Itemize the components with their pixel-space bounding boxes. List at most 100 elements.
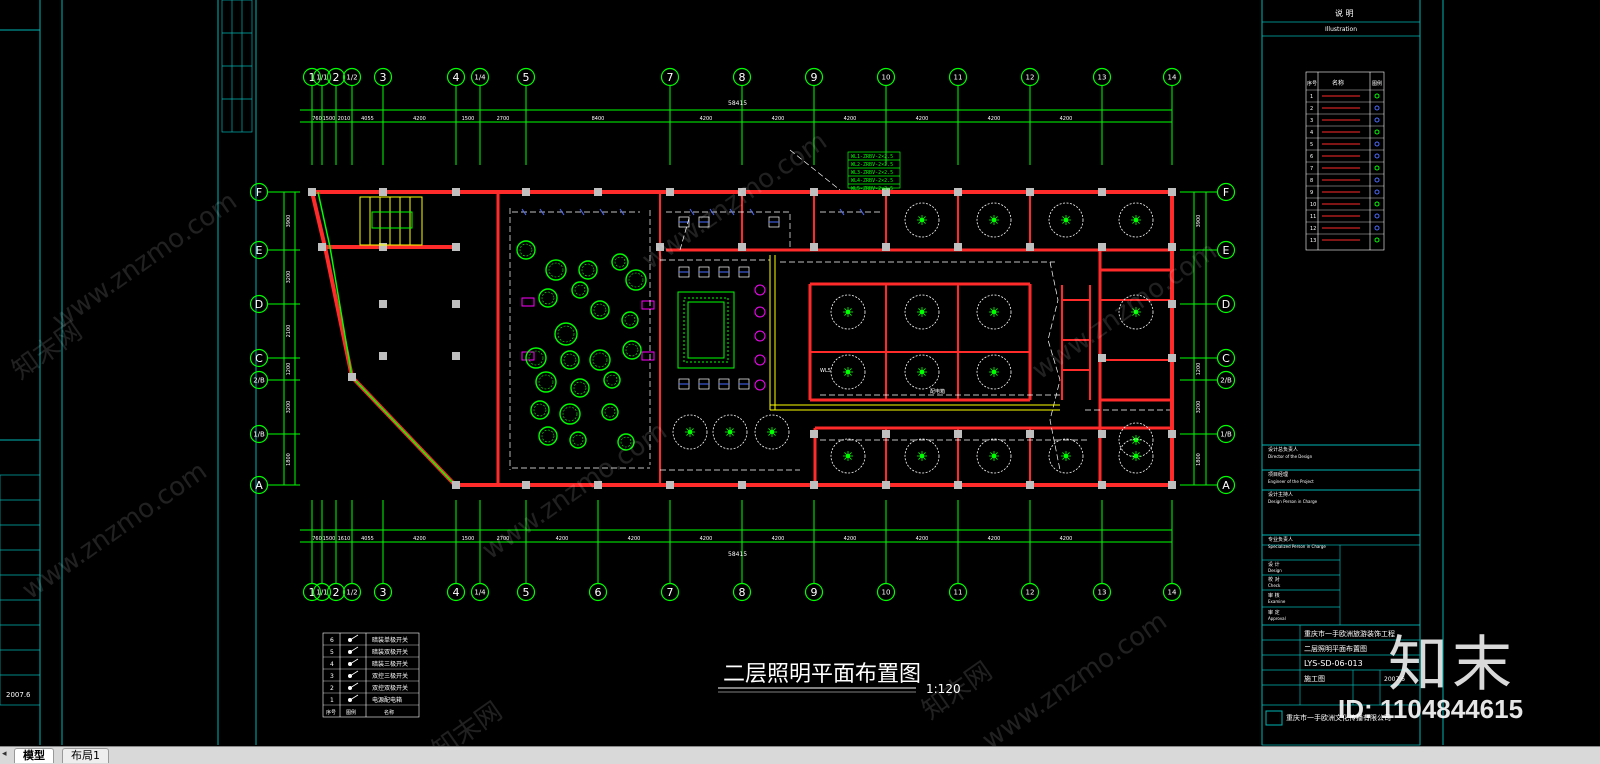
legend-top-row-no: 13: [1310, 238, 1316, 244]
landscape-trees: [516, 240, 647, 451]
axis-left-1-label: E: [256, 244, 263, 257]
axis-top-9-label: 8: [739, 71, 746, 84]
legend-top-symbol-icon: [1374, 177, 1380, 183]
ceiling-light-ray: [993, 308, 998, 313]
legend-top-row-no: 2: [1310, 106, 1313, 112]
axis-top-3-label: 1/2: [346, 74, 357, 82]
field-director: 设计总负责人: [1268, 446, 1298, 453]
column-top: [522, 188, 530, 196]
ceiling-light-ray: [686, 428, 691, 433]
ceiling-light-ring: [1118, 422, 1154, 458]
axis-bottom-8-bubble: [588, 582, 608, 602]
legend-top-row-no: 11: [1310, 214, 1316, 220]
ceiling-light-ray: [918, 452, 923, 457]
tree-icon: [571, 281, 589, 299]
tree-canopy: [519, 243, 533, 257]
ceiling-light-ring: [976, 202, 1012, 238]
dim-text: 4200: [772, 536, 785, 542]
dim-text: 1800: [1196, 453, 1202, 466]
dim-text: 2700: [497, 536, 510, 542]
field-approval-en: Approval: [1268, 616, 1286, 621]
tree-canopy: [562, 406, 578, 422]
tree-icon: [625, 269, 647, 291]
axis-right-2-bubble: [1216, 294, 1236, 314]
ceiling-light-ray: [990, 368, 995, 373]
drawing-title: 二层照明平面布置图: [723, 662, 922, 687]
switch-symbol-stroke: [349, 682, 359, 689]
column: [954, 243, 962, 251]
legend-top-table: [1305, 71, 1385, 251]
axis-top-7-bubble: [516, 67, 536, 87]
axis-left-3-bubble: [249, 348, 269, 368]
axis-bottom-1-bubble: [312, 582, 332, 602]
field-chief-en: Design Person in Charge: [1268, 499, 1318, 504]
axis-left-3-label: C: [255, 352, 263, 365]
tab-nav-arrow-icon[interactable]: ◂: [2, 749, 7, 759]
ceiling-light-ray: [847, 308, 852, 313]
tab-model[interactable]: 模型: [14, 748, 54, 763]
wire-tick: [521, 208, 527, 216]
column: [379, 243, 387, 251]
ceiling-light-ray: [1065, 216, 1070, 221]
ceiling-light-ray: [921, 455, 926, 460]
ceiling-light-ray: [993, 455, 998, 460]
axis-top-5-bubble: [446, 67, 466, 87]
legend-bottom-row-no: 5: [330, 649, 334, 656]
axis-top-8-label: 7: [667, 71, 674, 84]
flood-light-icon: [641, 300, 655, 310]
dim-text: 2010: [338, 116, 351, 122]
ceiling-light-ray: [1135, 308, 1140, 313]
axis-top-9-bubble: [732, 67, 752, 87]
wire-tick: [619, 208, 625, 216]
legend-top-symbol-icon: [1374, 141, 1380, 147]
column: [379, 352, 387, 360]
overall-dim-top: 58415: [728, 100, 747, 107]
field-design: 设 计: [1268, 561, 1280, 568]
ceiling-light-ray: [1062, 455, 1067, 460]
axis-left-2-label: D: [255, 298, 263, 311]
tree-canopy: [604, 406, 616, 418]
tree-icon: [554, 322, 578, 346]
titleblock-stage: 施工图: [1304, 674, 1325, 683]
axis-top-4-label: 3: [380, 71, 387, 84]
axis-bottom-10-label: 8: [739, 586, 746, 599]
column-bottom: [738, 481, 746, 489]
axis-top-11-bubble: [876, 67, 896, 87]
legend-top-symbol-icon: [1374, 165, 1380, 171]
axis-top-7-label: 5: [523, 71, 530, 84]
legend-bottom-header-symbol: 图例: [346, 709, 356, 716]
ceiling-light-ray: [729, 431, 734, 436]
ceiling-light-ring: [904, 354, 940, 390]
courtyard-feature: [677, 291, 735, 369]
dim-text: 4200: [413, 536, 426, 542]
ceiling-light-ray: [921, 216, 926, 221]
legend-bottom-row-name: 暗装双极开关: [372, 648, 408, 656]
tree-canopy: [614, 256, 626, 268]
ceiling-light-ray: [844, 452, 849, 457]
svg-text:www.znzmo.com: www.znzmo.com: [977, 606, 1173, 756]
ceiling-light-ring: [904, 294, 940, 330]
ceiling-light-ray: [921, 368, 926, 373]
tab-layout1[interactable]: 布局1: [62, 748, 109, 763]
dim-text: 4200: [700, 536, 713, 542]
ceiling-light-ray: [993, 216, 998, 221]
ceiling-light-ray: [990, 371, 995, 376]
tree-icon: [603, 371, 621, 389]
axis-right-1-label: E: [1223, 244, 1230, 257]
svg-text:知末网: 知末网: [7, 316, 88, 385]
column-bottom: [810, 481, 818, 489]
ceiling-light-ray: [1132, 308, 1137, 313]
ceiling-light-ray: [847, 455, 852, 460]
axis-top-11-label: 10: [882, 74, 891, 82]
dim-text: 3200: [286, 401, 292, 414]
dim-text: 4200: [1060, 116, 1073, 122]
axis-bottom-11-label: 9: [811, 586, 818, 599]
ceiling-light-ray: [1135, 439, 1140, 444]
column: [656, 243, 664, 251]
column: [1026, 243, 1034, 251]
tree-canopy: [541, 291, 555, 305]
wire-tick: [839, 208, 845, 216]
dim-text: 4200: [988, 536, 1001, 542]
